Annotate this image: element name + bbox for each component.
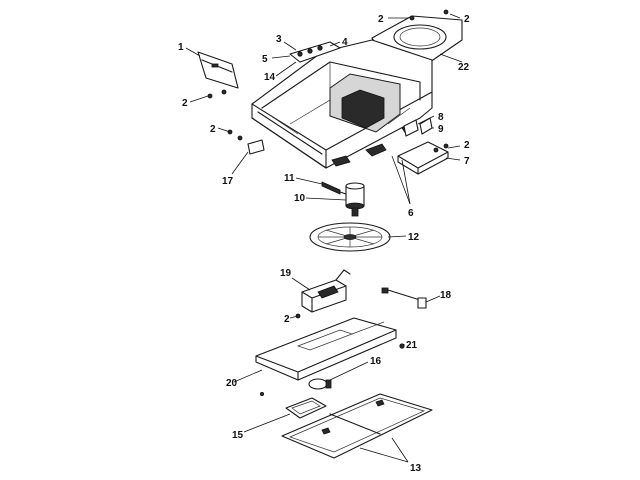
callout-21: 21: [406, 340, 418, 351]
part-lamp-socket: [381, 287, 427, 309]
callout-labels: 1 2 2 2 2 2 2 3 4 5 6 7 8 9 10 11 12 13 …: [178, 14, 470, 474]
part-blower-wheel: [309, 222, 391, 252]
callout-5: 5: [262, 54, 268, 65]
part-screw: [399, 343, 405, 349]
part-grease-filter: [281, 393, 433, 459]
part-left-bracket: [197, 51, 239, 89]
callout-2: 2: [210, 124, 216, 135]
callout-22: 22: [458, 62, 470, 73]
callout-6: 6: [408, 208, 414, 219]
part-bottom-pan: [255, 317, 397, 381]
part-lamp-bulb: [308, 378, 332, 390]
callout-2: 2: [284, 314, 290, 325]
callout-19: 19: [280, 268, 292, 279]
callout-15: 15: [232, 430, 244, 441]
callout-1: 1: [178, 42, 184, 53]
callout-16: 16: [370, 356, 382, 367]
callout-20: 20: [226, 378, 238, 389]
callout-4: 4: [342, 37, 348, 48]
part-side-clips: [403, 117, 433, 137]
callout-18: 18: [440, 290, 452, 301]
callout-10: 10: [294, 193, 306, 204]
callout-17: 17: [222, 176, 234, 187]
callout-12: 12: [408, 232, 420, 243]
callout-2: 2: [464, 140, 470, 151]
callout-9: 9: [438, 124, 444, 135]
callout-14: 14: [264, 72, 276, 83]
mounting-screws: [207, 9, 449, 396]
part-motor: [345, 182, 365, 217]
callout-8: 8: [438, 112, 444, 123]
part-grease-clip: [247, 139, 265, 155]
part-switch-panel: [289, 41, 341, 63]
part-light-lens: [285, 397, 327, 419]
callout-7: 7: [464, 156, 470, 167]
callout-2: 2: [464, 14, 470, 25]
callout-2: 2: [378, 14, 384, 25]
callout-2: 2: [182, 98, 188, 109]
callout-13: 13: [410, 463, 422, 474]
leader-lines: [185, 13, 463, 463]
part-hood-housing: [251, 39, 433, 169]
part-right-bracket: [397, 141, 449, 175]
callout-3: 3: [276, 34, 282, 45]
callout-11: 11: [284, 173, 295, 184]
part-electrical-box: [301, 269, 351, 313]
